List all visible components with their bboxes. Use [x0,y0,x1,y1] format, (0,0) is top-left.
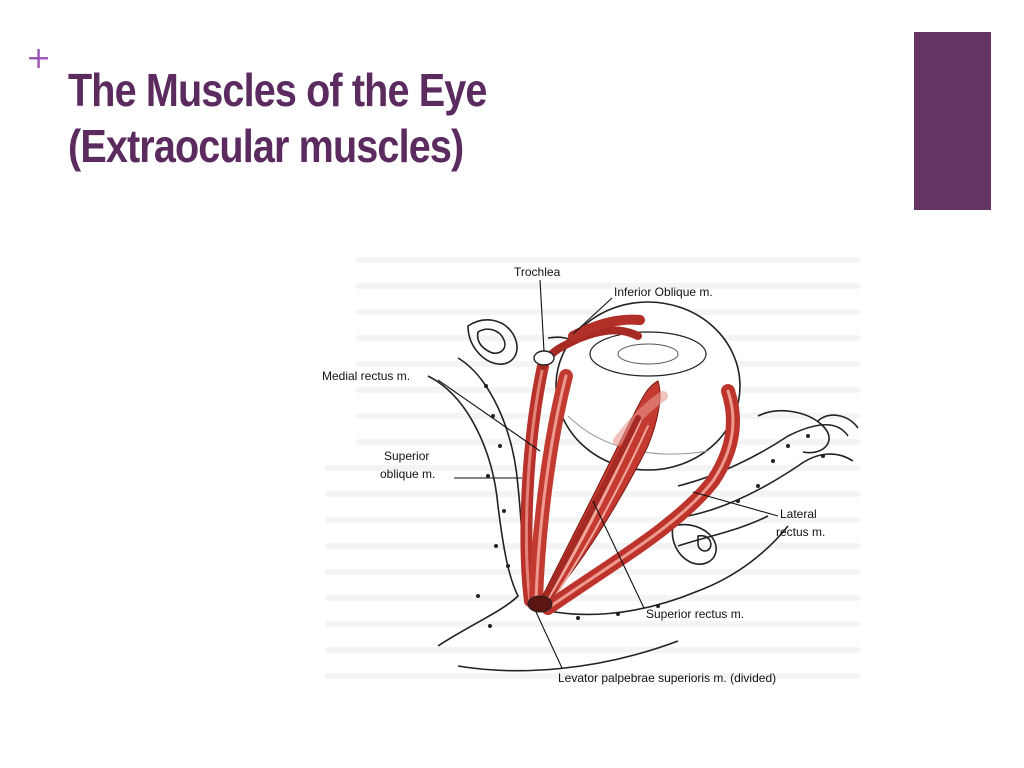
slide-title-line-2: (Extraocular muscles) [68,120,464,172]
slide-title-line-1: The Muscles of the Eye [68,64,487,116]
inferior-oblique-muscle [568,314,645,341]
accent-bar [914,32,991,210]
eye-muscles-diagram: Trochlea Inferior Oblique m. Medial rect… [318,246,870,698]
leader-lines [437,279,779,669]
label-inferior-oblique: Inferior Oblique m. [614,285,713,299]
label-levator: Levator palpebrae superioris m. (divided… [558,671,776,685]
eye-muscles-svg: Trochlea Inferior Oblique m. Medial rect… [318,246,870,698]
label-trochlea: Trochlea [514,265,561,279]
label-superior-oblique-line1: Superior [384,449,429,463]
label-superior-rectus: Superior rectus m. [646,607,744,621]
extraocular-muscles [520,314,740,615]
bone-speckles [476,384,825,628]
label-superior-oblique-line2: oblique m. [380,467,435,481]
label-lateral-rectus-line2: rectus m. [776,525,825,539]
levator-palpebrae-muscle [540,415,641,604]
slide-bullet-plus: + [26,41,52,76]
trochlea-pulley [533,350,555,366]
common-tendinous-ring [527,595,553,613]
label-medial-rectus: Medial rectus m. [322,369,410,383]
label-lateral-rectus-line1: Lateral [780,507,817,521]
slide-title: The Muscles of the Eye (Extraocular musc… [68,62,487,174]
